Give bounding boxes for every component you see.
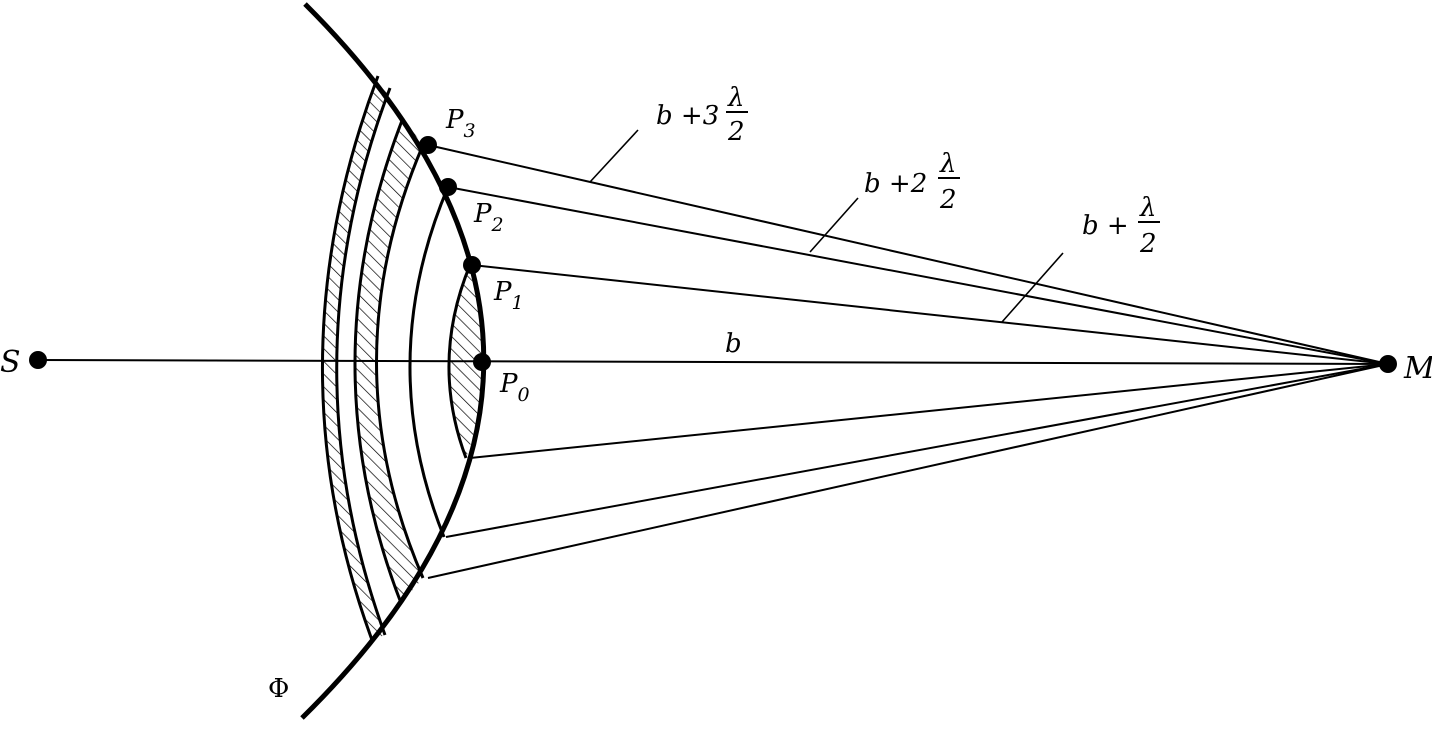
label-b: b <box>725 329 742 359</box>
point-p1 <box>463 256 481 274</box>
ray-p2 <box>447 186 1389 365</box>
ray-p1 <box>471 264 1389 365</box>
point-p3 <box>419 136 437 154</box>
ray-lower-2 <box>445 363 1389 538</box>
zone-3-hatch <box>354 118 423 603</box>
axis-line <box>37 359 1389 365</box>
point-p2 <box>439 178 457 196</box>
label-b-plus-1: b + <box>1082 211 1129 241</box>
point-m <box>1379 355 1397 373</box>
ray-lower-3 <box>427 363 1389 579</box>
label-p2-sub: 2 <box>491 214 504 236</box>
label-p0: P0 <box>499 369 530 406</box>
label-b-plus-3: b +3 <box>656 101 719 131</box>
label-p1-letter: P <box>493 277 512 307</box>
label-m: M <box>1403 351 1432 386</box>
leader-b-plus-2 <box>809 197 859 253</box>
label-b-plus-2-two: 2 <box>939 185 957 215</box>
leader-b-plus-3 <box>589 129 639 183</box>
label-p1: P1 <box>493 277 524 314</box>
label-s: S <box>0 345 21 380</box>
zone-5-hatch <box>322 76 390 640</box>
ray-p3 <box>427 144 1389 365</box>
label-p2: P2 <box>473 199 504 236</box>
point-s <box>29 351 47 369</box>
leader-b-plus-1 <box>1001 252 1064 323</box>
label-b-plus-1-two: 2 <box>1139 229 1157 259</box>
label-b-plus-1-lambda: λ <box>1139 193 1156 223</box>
label-b-plus-2: b +2 <box>864 169 927 199</box>
label-p1-sub: 1 <box>512 292 524 314</box>
ray-lower-1 <box>469 363 1389 459</box>
label-p3-letter: P <box>445 105 464 135</box>
label-p3-sub: 3 <box>464 120 476 142</box>
point-p0 <box>473 353 491 371</box>
label-p0-sub: 0 <box>518 384 530 406</box>
label-p3: P3 <box>445 105 476 142</box>
label-p2-letter: P <box>473 199 492 229</box>
label-p0-letter: P <box>499 369 518 399</box>
label-b-plus-2-lambda: λ <box>939 149 956 179</box>
label-wavefront: Φ <box>268 674 289 704</box>
label-b-plus-3-two: 2 <box>727 117 745 147</box>
label-b-plus-3-lambda: λ <box>727 83 744 113</box>
